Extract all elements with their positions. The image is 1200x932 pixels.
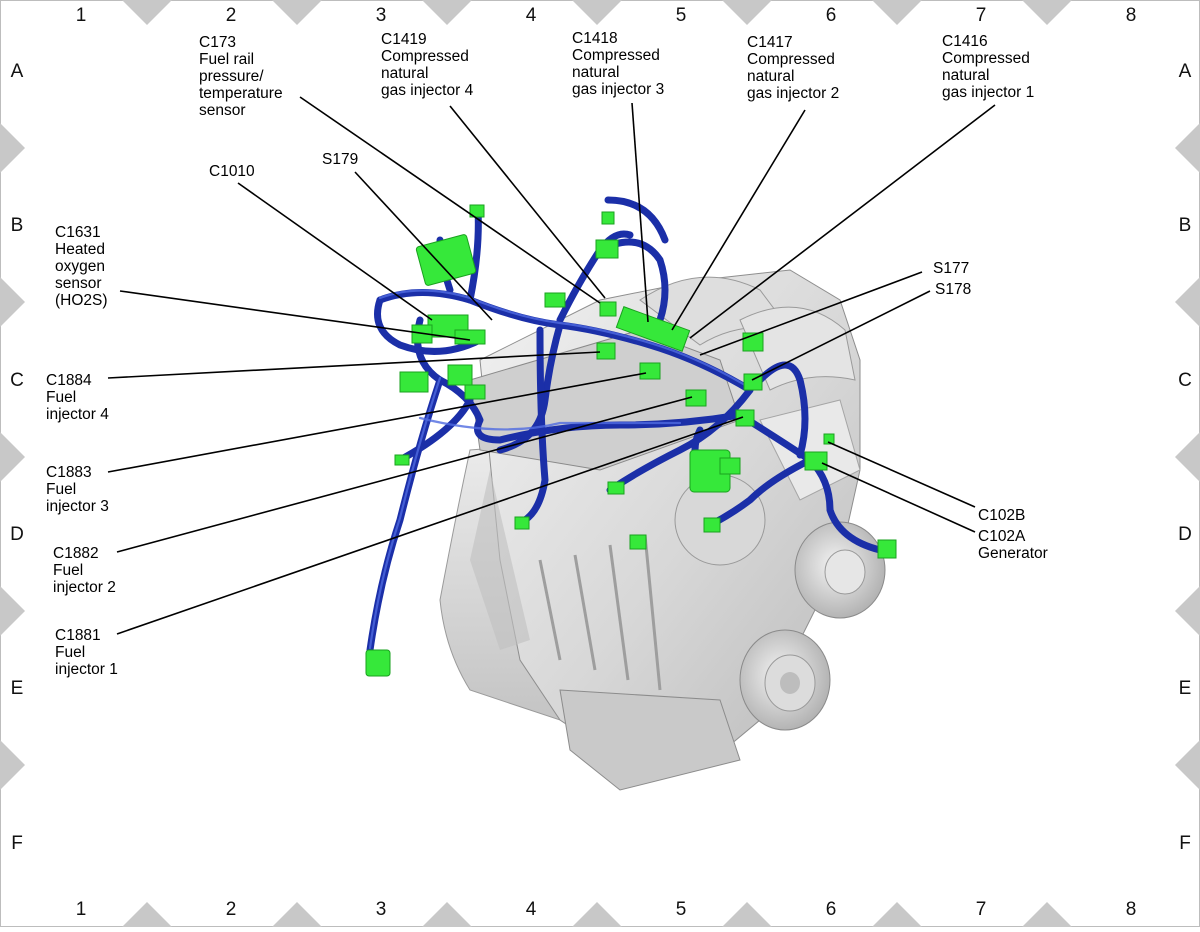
connector-c1883 — [639, 362, 661, 380]
connector-block — [415, 234, 477, 286]
connector — [399, 371, 429, 393]
callout-c1419: C1419 Compressed natural gas injector 4 — [381, 31, 474, 99]
connector — [607, 481, 625, 495]
callout-c173: C173 Fuel rail pressure/ temperature sen… — [199, 34, 287, 119]
callout-s179: S179 — [322, 151, 358, 168]
callout-c1631: C1631 Heated oxygen sensor (HO2S) — [55, 224, 109, 309]
column-label-bottom: 3 — [376, 899, 387, 920]
column-label-top: 5 — [676, 5, 687, 26]
connector-c102b — [823, 433, 835, 445]
engine-illustration — [439, 269, 886, 791]
callout-c1417: C1417 Compressed natural gas injector 2 — [747, 34, 839, 102]
connector-c1631 — [454, 329, 486, 345]
row-label-right: B — [1179, 215, 1192, 236]
callout-s177: S177 — [933, 260, 969, 277]
row-label-right: A — [1179, 61, 1192, 82]
row-label-right: F — [1179, 833, 1191, 854]
column-label-top: 4 — [526, 5, 537, 26]
connector — [877, 539, 897, 559]
column-label-top: 7 — [976, 5, 987, 26]
connector-c1881 — [735, 409, 755, 427]
row-label-left: C — [10, 370, 24, 391]
connector-c102a — [804, 451, 828, 471]
column-label-bottom: 4 — [526, 899, 537, 920]
callout-c1416: C1416 Compressed natural gas injector 1 — [942, 33, 1034, 101]
connector — [544, 292, 566, 308]
callout-c102b: C102B — [978, 507, 1025, 524]
column-label-top: 8 — [1126, 5, 1137, 26]
connector — [601, 211, 615, 225]
grid-labels: 1 2 3 4 5 6 7 8 1 2 3 4 5 6 7 8 A B C D … — [10, 5, 1192, 920]
callout-c1881: C1881 Fuel injector 1 — [55, 627, 118, 678]
callout-c1884: C1884 Fuel injector 4 — [46, 372, 109, 423]
column-label-bottom: 6 — [826, 899, 837, 920]
column-label-bottom: 7 — [976, 899, 987, 920]
column-label-top: 1 — [76, 5, 87, 26]
column-label-top: 2 — [226, 5, 237, 26]
connector — [514, 516, 530, 530]
leader-lines — [107, 96, 996, 635]
connector — [464, 384, 486, 400]
connector — [595, 239, 619, 259]
callout-c1883: C1883 Fuel injector 3 — [46, 464, 109, 515]
callout-labels: C173 Fuel rail pressure/ temperature sen… — [46, 30, 1048, 678]
connector — [469, 204, 485, 218]
connector-c173 — [599, 301, 617, 317]
row-label-left: A — [11, 61, 24, 82]
connector — [719, 457, 741, 475]
connector — [629, 534, 647, 550]
column-label-bottom: 2 — [226, 899, 237, 920]
connector — [394, 454, 410, 466]
wiring-harness — [366, 196, 884, 654]
connector — [703, 517, 721, 533]
column-label-top: 6 — [826, 5, 837, 26]
callout-c1418: C1418 Compressed natural gas injector 3 — [572, 30, 664, 98]
callout-s178: S178 — [935, 281, 971, 298]
column-label-bottom: 8 — [1126, 899, 1137, 920]
row-label-left: E — [11, 678, 24, 699]
row-label-right: C — [1178, 370, 1192, 391]
row-label-right: D — [1178, 524, 1192, 545]
column-label-bottom: 1 — [76, 899, 87, 920]
row-label-right: E — [1179, 678, 1192, 699]
callout-c1882: C1882 Fuel injector 2 — [53, 545, 116, 596]
callout-c102a: C102A Generator — [978, 528, 1048, 562]
column-label-bottom: 5 — [676, 899, 687, 920]
row-label-left: B — [11, 215, 24, 236]
connector-c1884 — [596, 342, 616, 360]
row-label-left: D — [10, 524, 24, 545]
connector — [365, 649, 391, 677]
column-label-top: 3 — [376, 5, 387, 26]
callout-c1010: C1010 — [209, 163, 255, 180]
row-label-left: F — [11, 833, 23, 854]
connector-gas-injectors — [615, 306, 691, 352]
connector — [447, 364, 473, 386]
